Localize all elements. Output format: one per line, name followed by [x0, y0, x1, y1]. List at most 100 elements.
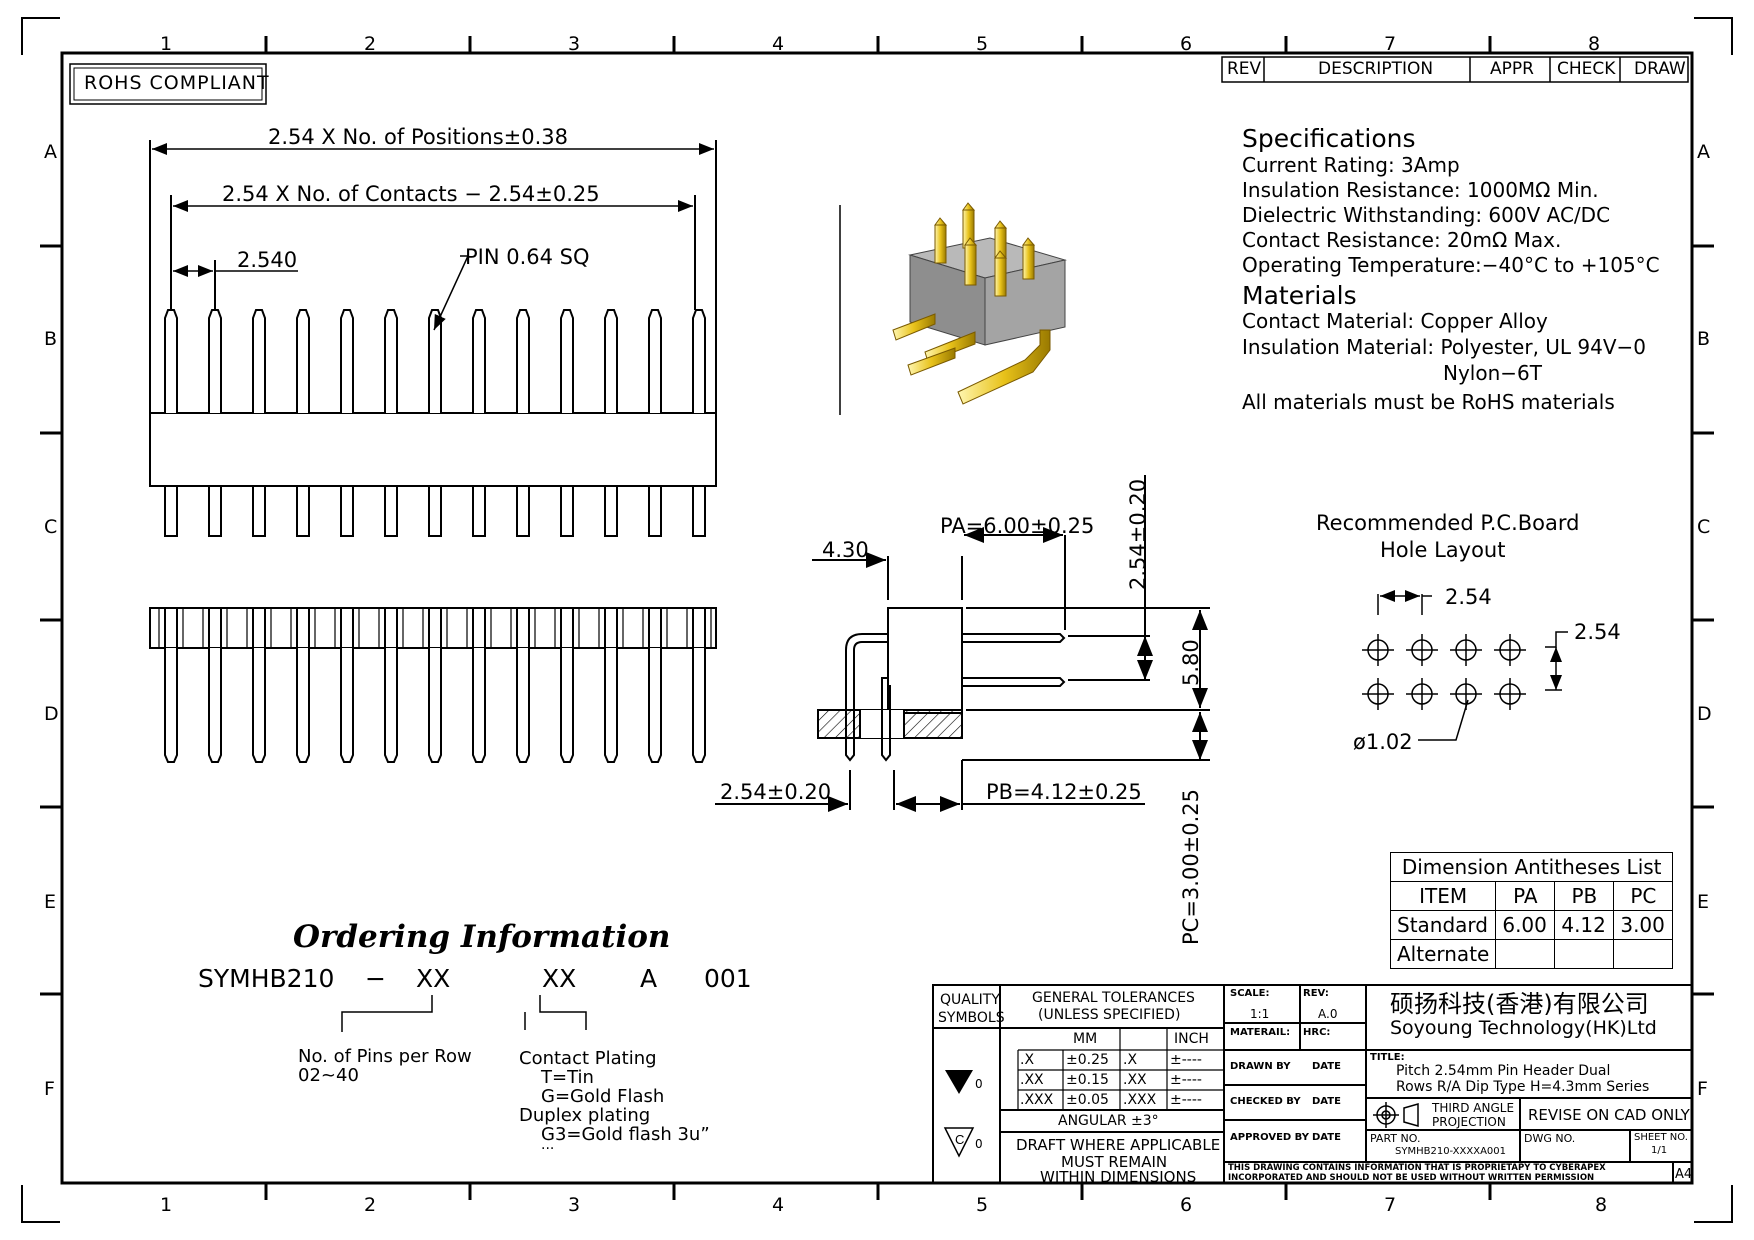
dim-pc: PC=3.00±0.25: [1179, 788, 1203, 945]
pin: [604, 309, 618, 413]
tb-mm: MM: [1073, 1031, 1098, 1047]
ordering-code-base: SYMHB210: [198, 964, 335, 993]
pin-tail: [296, 485, 310, 537]
dim-pa: PA=6.00±0.25: [940, 514, 1095, 538]
materials-title: Materials: [1242, 281, 1357, 310]
ordering-code-dash: −: [365, 964, 386, 993]
company-name-en: Soyoung Technology(HK)Ltd: [1390, 1017, 1657, 1039]
tb-draft: MUST REMAIN: [1061, 1153, 1168, 1171]
pin-front-tail: [428, 648, 442, 763]
spec-line: Operating Temperature:−40°C to +105°C: [1242, 253, 1660, 277]
pin-front-tail: [384, 648, 398, 763]
pin-tail: [164, 485, 178, 537]
quality-symbol-major-icon: [943, 1127, 975, 1158]
dim-positions: 2.54 X No. of Positions±0.38: [268, 125, 569, 149]
pin-front-lines: [686, 608, 712, 648]
svg-text:C: C: [955, 1132, 964, 1147]
tb-quality: QUALITY: [940, 992, 1000, 1008]
pin-front-lines: [202, 608, 228, 648]
ordering-code-type: A: [640, 964, 658, 993]
zone-row-a-right: A: [1697, 141, 1710, 163]
dim-table-cell: Standard: [1389, 910, 1497, 940]
dim-contacts: 2.54 X No. of Contacts − 2.54±0.25: [222, 182, 600, 206]
zone-col-6-bottom: 6: [1180, 1194, 1193, 1216]
zone-col-3: 3: [568, 33, 581, 55]
pin-front-tail: [692, 648, 706, 763]
pin-front-tail: [208, 648, 222, 763]
pin-tail: [384, 485, 398, 537]
zone-ticks: [40, 36, 1714, 1200]
check-header: CHECK: [1557, 59, 1616, 79]
pin: [472, 309, 486, 413]
pin-tail: [252, 485, 266, 537]
pins-label: No. of Pins per Row: [298, 1046, 472, 1067]
tb-draft: DRAFT WHERE APPLICABLE: [1016, 1136, 1221, 1154]
pin-front-top: [604, 608, 618, 648]
zone-row-a: A: [44, 141, 57, 163]
tb-tol: .XX: [1123, 1072, 1147, 1088]
tb-tol: .XXX: [1020, 1092, 1054, 1108]
dim-vert-254: 2.54±0.20: [1126, 478, 1150, 590]
corner-marks: [21, 17, 1733, 1223]
pin-front-top: [560, 608, 574, 648]
zone-col-1-bottom: 1: [160, 1194, 173, 1216]
pin-front-top: [472, 608, 486, 648]
pin-front-lines: [466, 608, 492, 648]
zone-col-2: 2: [364, 33, 377, 55]
rev-header: REV: [1227, 59, 1262, 79]
tb-material-label: MATERAIL:: [1230, 1027, 1291, 1038]
dim-430: 4.30: [822, 538, 869, 562]
dim-table-cell: 6.00: [1495, 910, 1556, 940]
tb-title-label: TITLE:: [1370, 1052, 1405, 1063]
tb-tol: ±----: [1170, 1052, 1202, 1068]
drawing-title-2: Rows R/A Dip Type H=4.3mm Series: [1396, 1079, 1650, 1095]
zone-row-c-right: C: [1697, 516, 1711, 538]
tb-tol: ±0.25: [1066, 1052, 1109, 1068]
pin-front-tail: [340, 648, 354, 763]
dim-pb: PB=4.12±0.25: [986, 780, 1142, 804]
pin-front-top: [428, 608, 442, 648]
pin: [516, 309, 530, 413]
pin-front-tail: [516, 648, 530, 763]
tb-revise: REVISE ON CAD ONLY: [1528, 1106, 1690, 1124]
spec-line: Insulation Resistance: 1000MΩ Min.: [1242, 178, 1599, 202]
zone-col-6: 6: [1180, 33, 1193, 55]
pin-front-top: [208, 608, 222, 648]
pin: [428, 309, 442, 413]
tb-checked-date: DATE: [1312, 1096, 1341, 1107]
zone-col-3-bottom: 3: [568, 1194, 581, 1216]
tb-hrc-label: HRC:: [1303, 1027, 1331, 1038]
isometric-connector: [892, 202, 1067, 405]
pin-tail: [604, 485, 618, 537]
pin: [208, 309, 222, 413]
dim-table-title: Dimension Antitheses List: [1389, 852, 1674, 882]
zone-row-b-right: B: [1697, 328, 1711, 350]
pin: [384, 309, 398, 413]
tb-tol: ±----: [1170, 1072, 1202, 1088]
tb-gt2: (UNLESS SPECIFIED): [1038, 1007, 1181, 1023]
pin-front-lines: [642, 608, 668, 648]
dim-table-cell: 4.12: [1554, 910, 1615, 940]
title-block-lines: [932, 984, 1693, 1184]
pin-front-top: [252, 608, 266, 648]
quality-symbol-critical-icon: [945, 1070, 973, 1094]
pin: [164, 309, 178, 413]
dim-580: 5.80: [1179, 639, 1203, 686]
tb-tol: .XXX: [1123, 1092, 1157, 1108]
tb-part-label: PART NO.: [1370, 1132, 1421, 1145]
pcb-title: Recommended P.C.Board: [1316, 511, 1580, 535]
dim-table-header: PA: [1495, 881, 1556, 911]
tb-tol: .X: [1020, 1052, 1035, 1068]
pin-tail: [428, 485, 442, 537]
description-header: DESCRIPTION: [1318, 59, 1434, 79]
spec-title: Specifications: [1242, 124, 1416, 153]
pcb-pitch-y: 2.54: [1574, 620, 1621, 644]
pin: [692, 309, 706, 413]
pin-tail: [516, 485, 530, 537]
pin-tail: [560, 485, 574, 537]
draw-header: DRAW: [1634, 59, 1686, 79]
top-view-pins: [164, 309, 706, 537]
pcb-subtitle: Hole Layout: [1380, 538, 1506, 562]
third-angle-projection-icon: [1373, 1102, 1419, 1128]
